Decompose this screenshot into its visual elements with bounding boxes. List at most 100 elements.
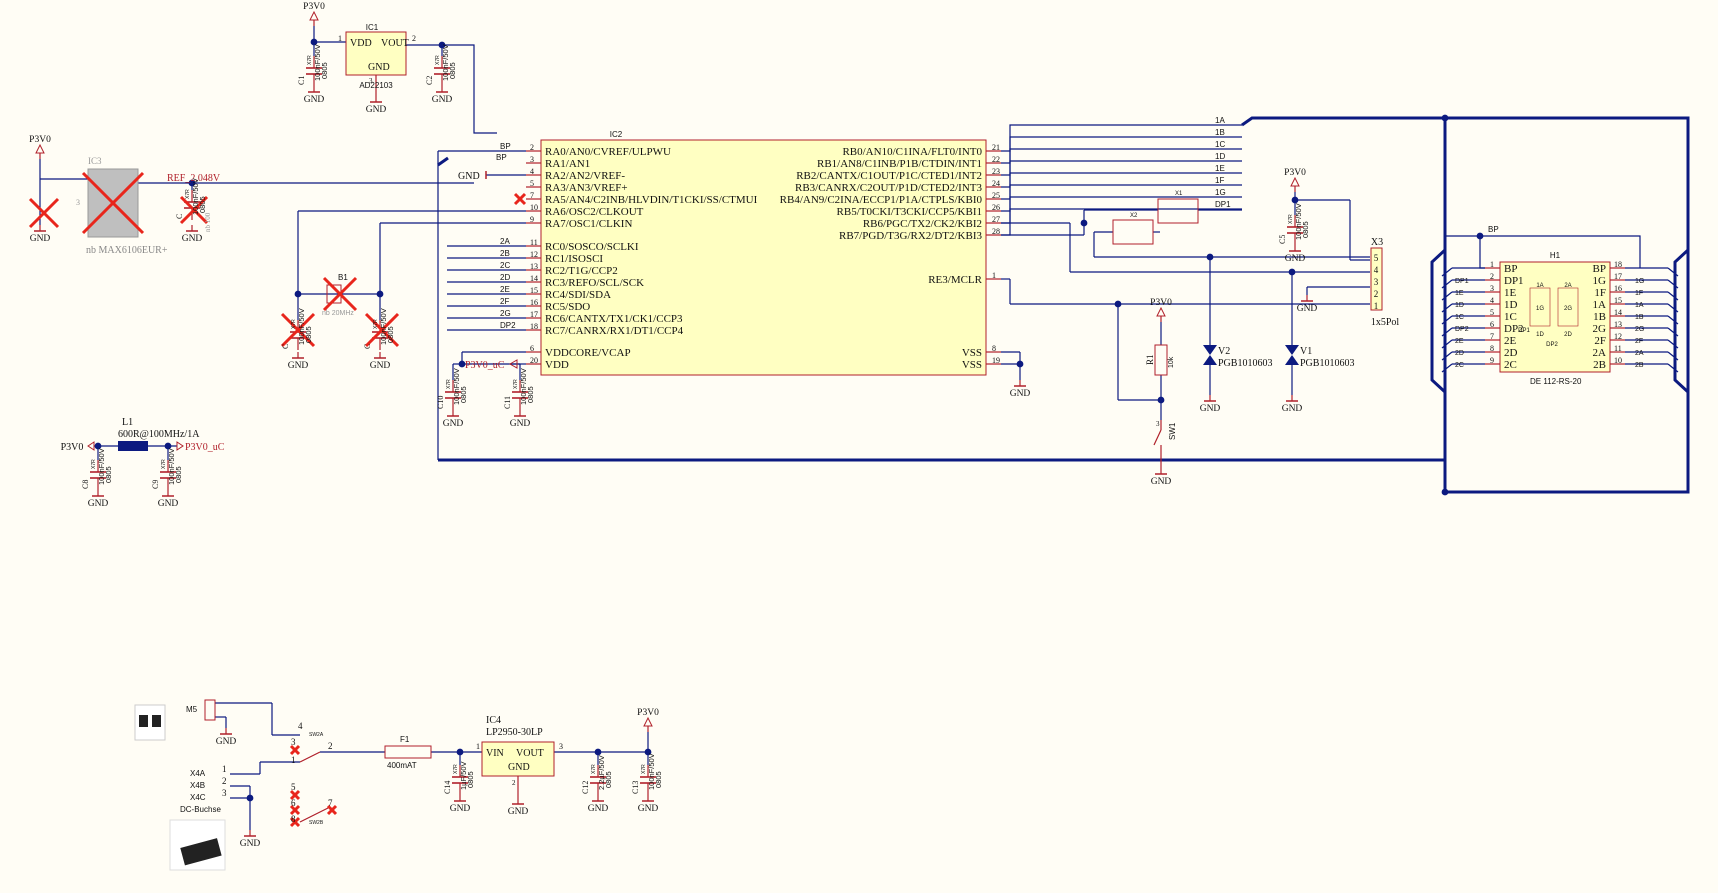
net-label: 2G — [1635, 326, 1644, 333]
power-flag — [35, 143, 45, 154]
net-label: 2G — [500, 309, 511, 318]
ic2-body — [540, 139, 987, 376]
sw2-lever — [299, 751, 321, 763]
dnp-cross — [289, 816, 301, 828]
net-label: 2C — [500, 261, 510, 270]
pin-num: 20 — [530, 356, 538, 365]
power-flag — [309, 10, 319, 21]
ic2-pin-20: VDD — [545, 359, 569, 371]
ic1-pin-vdd: VDD — [350, 38, 372, 49]
cap-pkg: 0805 — [304, 326, 313, 343]
ic2-pin-8: VSS — [962, 347, 982, 359]
ic2-pin-2: RA0/AN0/CVREF/ULPWU — [545, 146, 671, 158]
bus — [1443, 116, 1690, 494]
port-arrow — [87, 441, 95, 451]
net-label: 1C — [1455, 314, 1464, 321]
v1-part: PGB1010603 — [1300, 358, 1354, 369]
pin-num: 10 — [1614, 356, 1622, 365]
h1-pin-3: 1E — [1504, 287, 1517, 299]
cap-ref: C12 — [581, 781, 590, 794]
pin-num: 16 — [1614, 284, 1622, 293]
x3-pin-2: 2 — [1374, 289, 1379, 299]
ic2-pin-11: RC0/SOSCO/SCLKI — [545, 241, 639, 253]
cap-ref: C13 — [631, 781, 640, 794]
sw1-ref: SW1 — [1168, 422, 1177, 440]
x3-pin-1: 1 — [1374, 301, 1379, 311]
ic2-pin-19: VSS — [962, 359, 982, 371]
v1-diode — [1285, 345, 1299, 355]
cap-pkg: 0805 — [386, 326, 395, 343]
ic2-pin-24: RB3/CANRX/C2OUT/P1D/CTED2/INT3 — [795, 182, 983, 194]
pin-num: 5 — [291, 782, 296, 792]
pin-num: 17 — [1614, 272, 1622, 281]
m5-ref: M5 — [186, 705, 198, 714]
ic4-pin-gnd: GND — [508, 762, 530, 773]
v1-ref: V1 — [1300, 346, 1312, 357]
cap-value: 100nF/50V — [379, 308, 388, 345]
pin-arrow — [508, 359, 518, 369]
cap-type: X7R — [513, 379, 519, 389]
pin-num: 22 — [992, 155, 1000, 164]
ic3-ref: IC3 — [88, 156, 102, 166]
pin-num: 1 — [992, 271, 996, 280]
pin-num: 23 — [992, 167, 1000, 176]
m5-photo — [139, 715, 148, 727]
cap-value: 100nF/50V — [1294, 203, 1303, 240]
h1-pin-17: 1G — [1593, 275, 1607, 287]
bus — [437, 156, 449, 167]
sw1-lever — [1153, 429, 1162, 446]
pin-num: 7 — [530, 191, 534, 200]
r1-body — [1154, 344, 1168, 376]
ic4-part: LP2950-30LP — [486, 727, 543, 738]
h1-pin-13: 2G — [1593, 323, 1607, 335]
h1-pin-11: 2A — [1593, 347, 1607, 359]
x4-part: DC-Buchse — [180, 805, 221, 814]
net-label-bp: BP — [1488, 225, 1499, 234]
pin-num: 2 — [512, 779, 516, 787]
gnd-label: GND — [458, 171, 480, 182]
gnd-label: GND — [638, 804, 659, 814]
v2-diode — [1203, 355, 1217, 365]
wire — [1001, 148, 1242, 176]
pin-num: 8 — [992, 344, 996, 353]
ic2-pin-17: RC6/CANTX/TX1/CK1/CCP3 — [545, 313, 683, 325]
cap-type: X7R — [185, 189, 191, 199]
h1-pin-10: 2B — [1593, 359, 1606, 371]
r1-value: 10k — [1168, 356, 1175, 368]
net-label: 1A — [1635, 302, 1644, 309]
h1-pin-16: 1F — [1594, 287, 1606, 299]
dnp-cross — [28, 197, 60, 229]
bus — [1673, 248, 1690, 394]
pin-num: 2 — [530, 143, 534, 152]
cap-value: 1µF/50V — [459, 761, 468, 790]
net-label: 1G — [1635, 278, 1644, 285]
ic2-pin-10: RA6/OSC2/CLKOUT — [545, 206, 644, 218]
sw2b-ref: SW2B — [309, 820, 324, 826]
gnd-label: GND — [30, 234, 51, 244]
b1-ref: B1 — [338, 273, 348, 282]
h1-pin-4: 1D — [1504, 299, 1518, 311]
ic4-pin-vin: VIN — [486, 748, 504, 759]
h1-pin-5: 1C — [1504, 311, 1517, 323]
cap-pkg: 0805 — [198, 196, 207, 213]
pin-num: 9 — [1490, 356, 1494, 365]
gnd-label: GND — [288, 361, 309, 371]
net-label: BP — [500, 142, 511, 151]
ic4-pin-vout: VOUT — [516, 748, 544, 759]
m5-body — [204, 699, 216, 721]
cap-value: 100nF/50V — [647, 753, 656, 790]
h1-ref: H1 — [1550, 251, 1561, 260]
pin-num: 5 — [530, 179, 534, 188]
pin-num: 14 — [1614, 308, 1622, 317]
dnp-cross — [322, 276, 358, 312]
l1-ref: L1 — [122, 417, 133, 428]
pin-num: 27 — [992, 215, 1000, 224]
port-arrow — [176, 441, 184, 451]
buses — [437, 116, 1690, 494]
pin-num: 2 — [328, 741, 333, 751]
power-label: P3V0 — [303, 2, 325, 12]
cap-pkg: 0805 — [526, 386, 535, 403]
ic4-ref: IC4 — [486, 715, 501, 726]
ic2-pin-4: RA2/AN2/VREF- — [545, 170, 625, 182]
gnd-label: GND — [432, 95, 453, 105]
